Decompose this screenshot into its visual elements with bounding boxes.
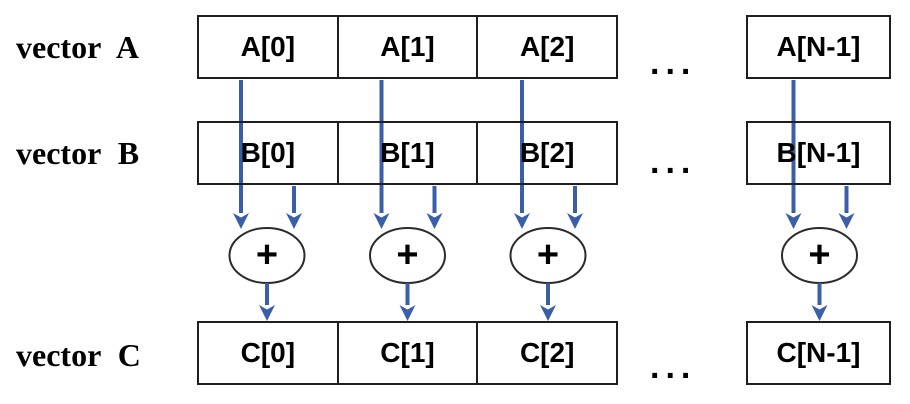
array-cell-c1: C[1] bbox=[336, 323, 477, 383]
cell-label: C[N-1] bbox=[776, 337, 861, 368]
cell-label: B[2] bbox=[519, 137, 575, 168]
vector-a-label: vector A bbox=[16, 28, 140, 65]
cell-label: A[1] bbox=[380, 31, 435, 62]
cell-label: C[0] bbox=[240, 337, 296, 368]
cell-label: B[0] bbox=[240, 137, 296, 168]
ellipsis-row-c: ... bbox=[650, 348, 697, 386]
cell-label: B[N-1] bbox=[776, 137, 861, 168]
array-cell-cn: C[N-1] bbox=[746, 321, 891, 385]
ellipsis-row-b: ... bbox=[650, 143, 697, 181]
array-cell-b2: B[2] bbox=[476, 123, 616, 183]
cell-label: C[1] bbox=[380, 337, 435, 368]
ellipsis-row-a: ... bbox=[650, 44, 697, 82]
add-operator: + bbox=[396, 233, 419, 276]
array-cell-b1: B[1] bbox=[336, 123, 477, 183]
array-cell-an: A[N-1] bbox=[746, 15, 891, 79]
cell-label: C[2] bbox=[519, 337, 575, 368]
vector-b-label: vector B bbox=[16, 134, 140, 171]
add-operator: + bbox=[536, 233, 560, 276]
array-cell-b0: B[0] bbox=[199, 123, 337, 183]
cell-label: A[0] bbox=[240, 31, 296, 62]
cell-label: A[2] bbox=[519, 31, 575, 62]
array-cell-a0: A[0] bbox=[199, 17, 337, 77]
vector-a-array: A[0] A[1] A[2] bbox=[197, 15, 618, 79]
add-operator: + bbox=[255, 233, 279, 276]
cell-label: A[N-1] bbox=[776, 31, 861, 62]
cell-label: B[1] bbox=[380, 137, 435, 168]
array-cell-bn: B[N-1] bbox=[746, 121, 891, 185]
vector-c-array: C[0] C[1] C[2] bbox=[197, 321, 618, 385]
array-cell-a2: A[2] bbox=[476, 17, 616, 77]
array-cell-c0: C[0] bbox=[199, 323, 337, 383]
vector-b-array: B[0] B[1] B[2] bbox=[197, 121, 618, 185]
array-cell-c2: C[2] bbox=[476, 323, 616, 383]
add-operator: + bbox=[808, 233, 831, 276]
vector-c-label: vector C bbox=[16, 336, 141, 373]
array-cell-a1: A[1] bbox=[336, 17, 477, 77]
